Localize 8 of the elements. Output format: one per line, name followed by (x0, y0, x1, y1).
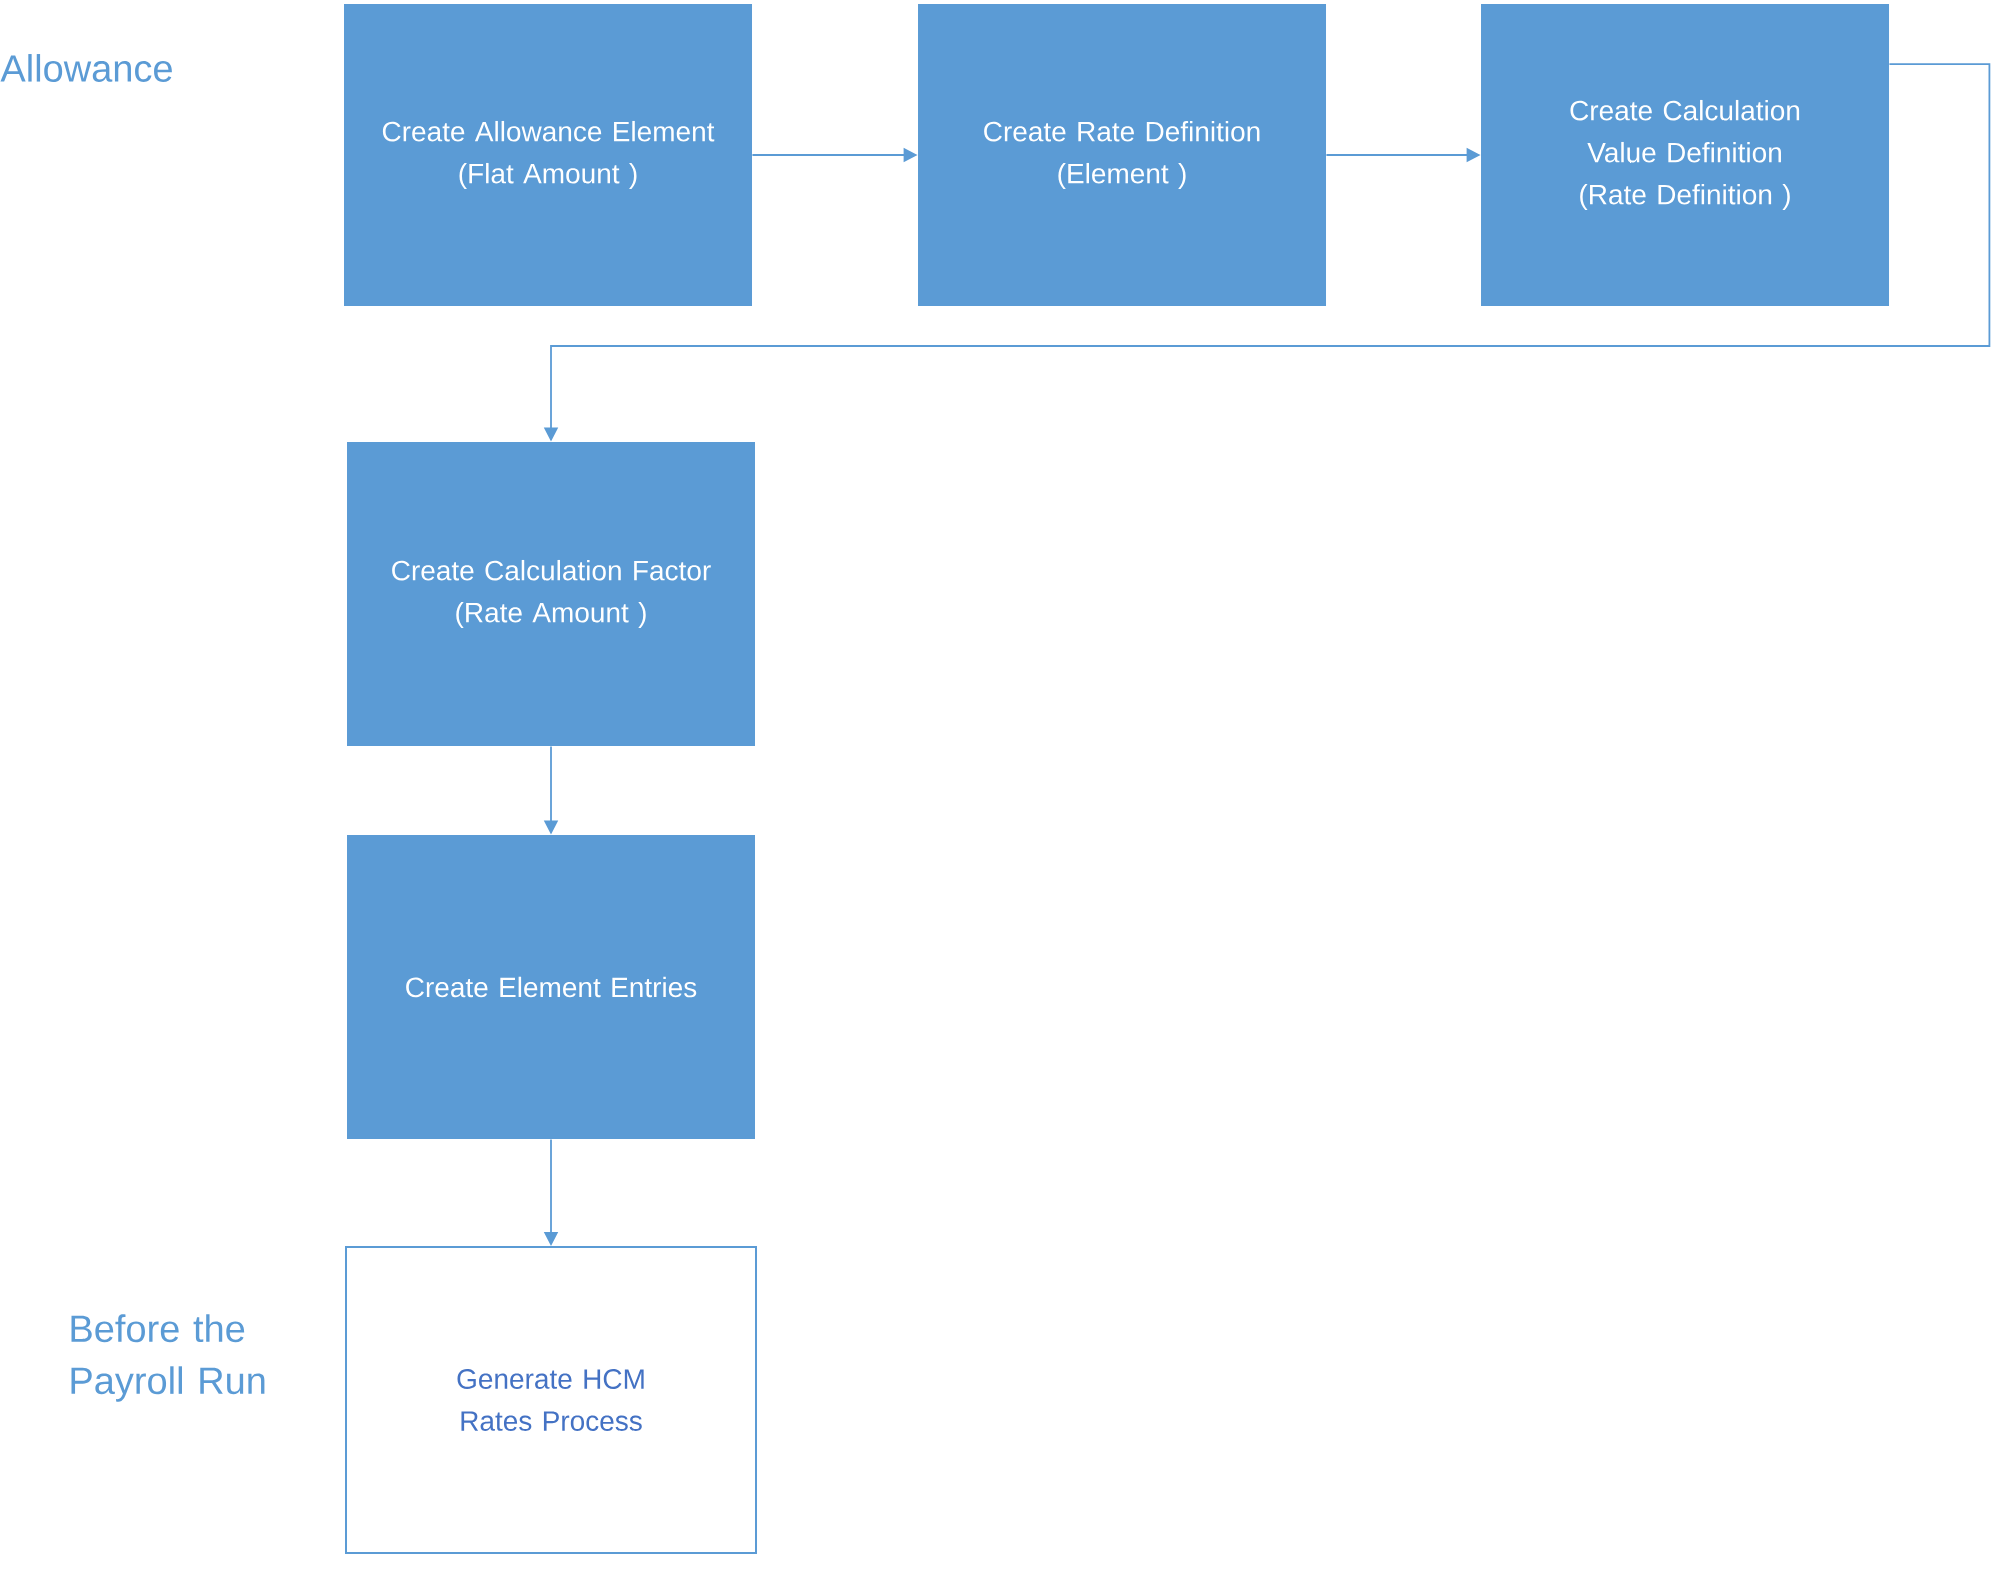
outlined-process-box: Generate HCM Rates Process (345, 1246, 757, 1554)
process-box: Create Element Entries (347, 835, 755, 1139)
process-box: Create Calculation Value Definition (Rate Definition ) (1481, 4, 1889, 306)
section-label: Before the Payroll Run (71, 1314, 265, 1402)
process-box: Create Calculation Factor (Rate Amount ) (347, 442, 755, 746)
process-box: Create Rate Definition (Element ) (918, 4, 1326, 306)
section-label: Allowance (0, 54, 172, 82)
process-box: Create Allowance Element (Flat Amount ) (344, 4, 752, 306)
